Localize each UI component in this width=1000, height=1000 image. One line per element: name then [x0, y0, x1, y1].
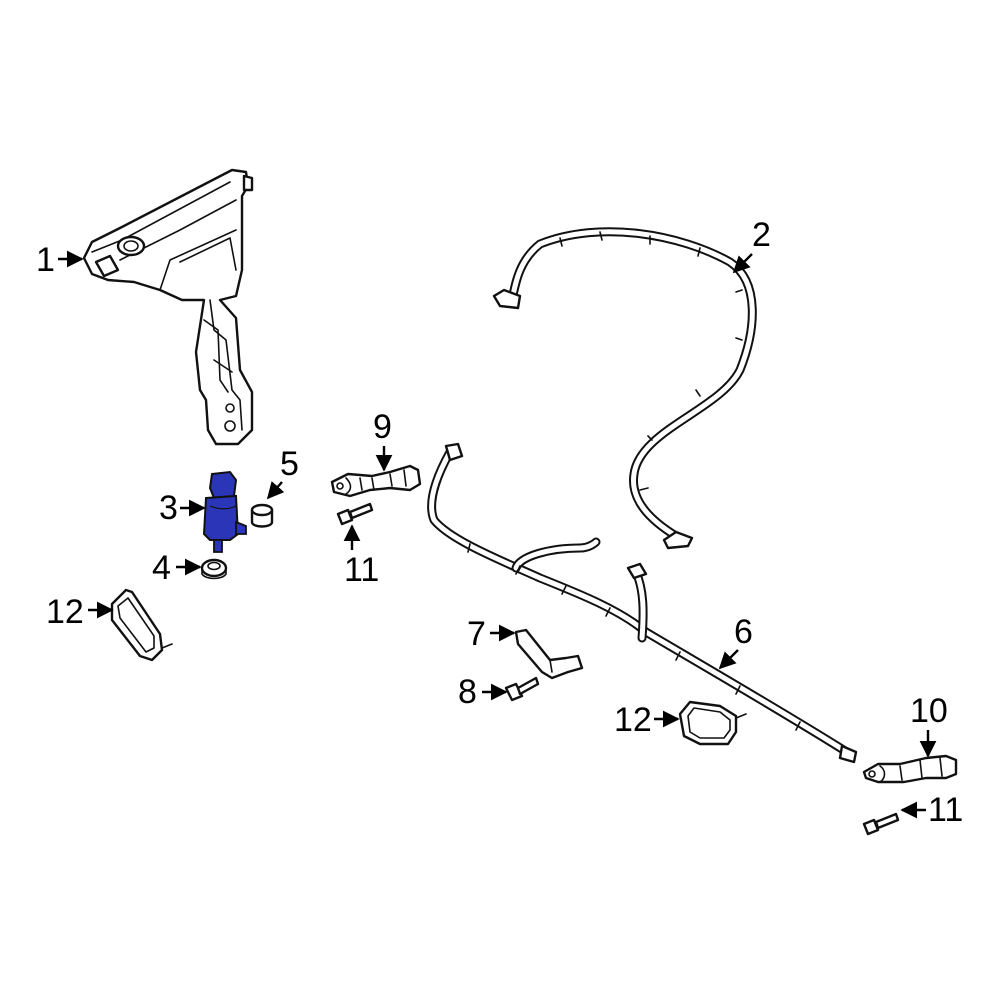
part-8-bolt[interactable] — [504, 676, 540, 702]
callout-12-left-label: 12 — [46, 593, 84, 631]
part-3-washer-pump[interactable] — [202, 470, 247, 553]
callout-3: 3 — [159, 489, 206, 527]
part-11-screw-right[interactable] — [862, 812, 900, 836]
callout-11-left: 11 — [343, 524, 379, 589]
callout-8-label: 8 — [458, 673, 477, 711]
callout-9-label: 9 — [373, 408, 392, 446]
callout-10: 10 — [910, 692, 948, 758]
callout-11-right-label: 11 — [928, 791, 963, 829]
callout-4-label: 4 — [152, 549, 171, 587]
callout-2: 2 — [732, 216, 771, 274]
part-1-washer-reservoir[interactable] — [82, 168, 254, 446]
callout-5: 5 — [266, 445, 299, 500]
callout-9: 9 — [373, 408, 393, 472]
part-5-sleeve[interactable] — [250, 503, 274, 528]
part-12-cover-right[interactable] — [678, 700, 747, 746]
callout-5-label: 5 — [280, 445, 299, 483]
part-10-washer-nozzle[interactable] — [862, 754, 958, 784]
callout-4: 4 — [152, 549, 202, 587]
part-11-screw-left[interactable] — [336, 502, 374, 526]
callout-10-label: 10 — [910, 692, 948, 730]
callout-6-arrow — [718, 649, 739, 670]
callout-7: 7 — [467, 615, 516, 653]
callout-12-right: 12 — [614, 701, 680, 739]
part-2-upper-hose[interactable] — [492, 227, 757, 550]
part-9-washer-nozzle[interactable] — [330, 464, 422, 498]
part-12-cover-left[interactable] — [110, 588, 173, 662]
callout-1-label: 1 — [36, 241, 55, 279]
callout-3-label: 3 — [159, 489, 178, 527]
callout-8: 8 — [458, 673, 508, 711]
part-6-lower-hose[interactable] — [427, 442, 858, 764]
callout-11-right: 11 — [900, 791, 963, 829]
callout-5-arrow — [266, 481, 285, 500]
part-7-bracket[interactable] — [514, 628, 584, 680]
callout-12-right-label: 12 — [614, 701, 652, 739]
callout-1: 1 — [36, 241, 84, 279]
callout-2-arrow — [732, 253, 753, 274]
callout-7-label: 7 — [467, 615, 486, 653]
callout-12-left: 12 — [46, 593, 114, 631]
callout-6: 6 — [718, 613, 753, 670]
callout-2-label: 2 — [752, 216, 771, 254]
part-4-grommet[interactable] — [200, 558, 228, 580]
callout-11-left-label: 11 — [344, 551, 379, 589]
callout-6-label: 6 — [734, 613, 753, 651]
